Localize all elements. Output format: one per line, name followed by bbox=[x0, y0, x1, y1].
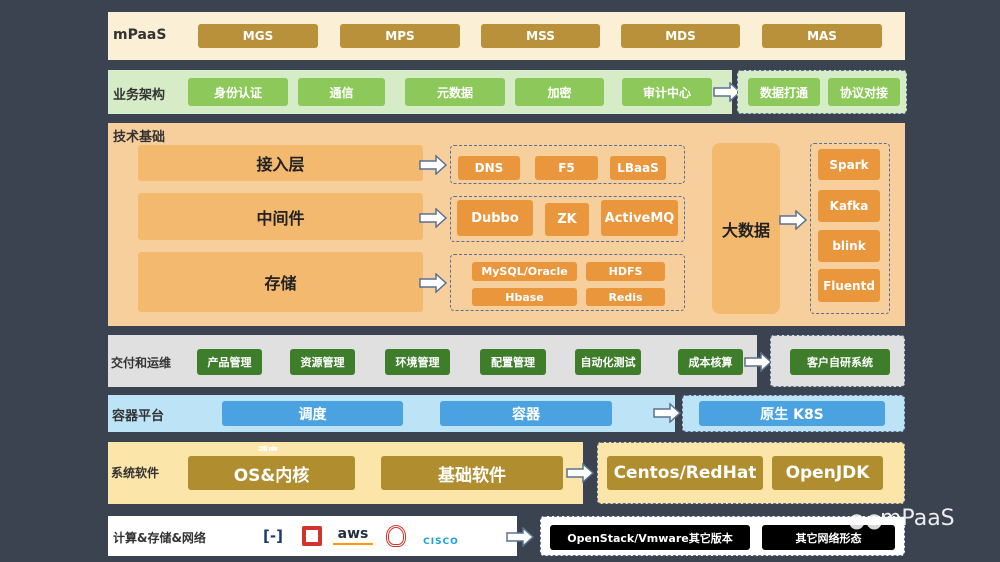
lbaas-item: LBaaS bbox=[610, 156, 666, 180]
tech-label: 技术基础 bbox=[113, 130, 166, 145]
os-kernel-item: OS&内核 bbox=[188, 456, 355, 490]
redis-item: Redis bbox=[586, 288, 665, 306]
delivery-label: 交付和运维 bbox=[111, 356, 172, 370]
hdfs-item: HDFS bbox=[586, 262, 665, 281]
blink-item: blink bbox=[818, 230, 880, 262]
business-item: 身份认证 bbox=[188, 78, 288, 106]
openstack-item: OpenStack/Vmware其它版本 bbox=[550, 525, 750, 550]
system-label: 系统软件 bbox=[111, 466, 160, 480]
fluentd-item: Fluentd bbox=[818, 269, 880, 302]
bigdata-block: 大数据 bbox=[712, 143, 780, 314]
dubbo-item: Dubbo bbox=[457, 200, 533, 236]
zk-item: ZK bbox=[545, 203, 589, 236]
access-box bbox=[450, 145, 685, 184]
mds-item: MDS bbox=[621, 24, 740, 48]
base-software-item: 基础软件 bbox=[381, 456, 563, 490]
delivery-item: 成本核算 bbox=[678, 349, 743, 375]
middleware-layer: 中间件 bbox=[138, 193, 423, 240]
openjdk-item: OpenJDK bbox=[772, 456, 883, 490]
arrow-icon bbox=[653, 403, 682, 423]
business-item: 审计中心 bbox=[622, 78, 712, 106]
arrow-icon bbox=[419, 273, 448, 293]
storage-box bbox=[450, 254, 685, 311]
arrow-icon bbox=[713, 82, 742, 102]
mps-item: MPS bbox=[340, 24, 460, 48]
access-layer: 接入层 bbox=[138, 145, 423, 181]
container-item: 容器 bbox=[440, 401, 612, 426]
centos-item: Centos/RedHat bbox=[607, 456, 763, 490]
delivery-item: 自动化测试 bbox=[575, 349, 641, 375]
network-item: 其它网络形态 bbox=[762, 525, 895, 550]
k8s-item: 原生 K8S bbox=[699, 401, 885, 426]
business-item: 通信 bbox=[298, 78, 385, 106]
ucloud-logo bbox=[382, 525, 410, 547]
wechat-icon: ●● bbox=[848, 508, 883, 532]
business-item: 元数据 bbox=[405, 78, 505, 106]
infra-label: 计算&存储&网络 bbox=[113, 531, 206, 545]
arrow-icon bbox=[566, 463, 595, 483]
delivery-item: 资源管理 bbox=[290, 349, 355, 375]
middleware-box bbox=[450, 196, 685, 242]
watermark-text: mPaaS bbox=[880, 506, 955, 531]
delivery-item: 环境管理 bbox=[385, 349, 450, 375]
business-ext-item: 协议对接 bbox=[828, 78, 900, 106]
aliyun-logo: [-] bbox=[263, 527, 283, 545]
activemq-item: ActiveMQ bbox=[601, 200, 678, 236]
arrow-icon bbox=[419, 208, 448, 228]
mgs-item: MGS bbox=[198, 24, 318, 48]
spark-item: Spark bbox=[818, 149, 880, 180]
mas-item: MAS bbox=[762, 24, 882, 48]
arrow-icon bbox=[779, 210, 808, 230]
arrow-icon bbox=[506, 527, 535, 547]
aws-logo: aws bbox=[333, 525, 373, 545]
overlay-text: 调度 bbox=[258, 443, 278, 451]
infra-row bbox=[108, 516, 517, 556]
cisco-logo: cisco bbox=[423, 537, 459, 547]
arrow-icon bbox=[744, 352, 773, 372]
container-label: 容器平台 bbox=[112, 409, 165, 424]
business-label: 业务架构 bbox=[113, 88, 166, 103]
kafka-item: Kafka bbox=[818, 190, 880, 222]
bigdata-box bbox=[810, 143, 890, 314]
business-ext-item: 数据打通 bbox=[748, 78, 820, 106]
dns-item: DNS bbox=[458, 156, 520, 180]
business-item: 加密 bbox=[515, 78, 604, 106]
mpaas-label: mPaaS bbox=[113, 27, 167, 43]
delivery-item: 配置管理 bbox=[480, 349, 546, 375]
delivery-ext-item: 客户自研系统 bbox=[790, 349, 890, 375]
delivery-item: 产品管理 bbox=[197, 349, 262, 375]
mss-item: MSS bbox=[481, 24, 600, 48]
hbase-item: Hbase bbox=[472, 288, 577, 306]
huawei-logo bbox=[298, 525, 326, 547]
storage-layer: 存储 bbox=[138, 252, 423, 312]
schedule-item: 调度 bbox=[222, 401, 403, 426]
mysql-item: MySQL/Oracle bbox=[472, 262, 577, 281]
f5-item: F5 bbox=[535, 156, 598, 180]
arrow-icon bbox=[419, 155, 448, 175]
